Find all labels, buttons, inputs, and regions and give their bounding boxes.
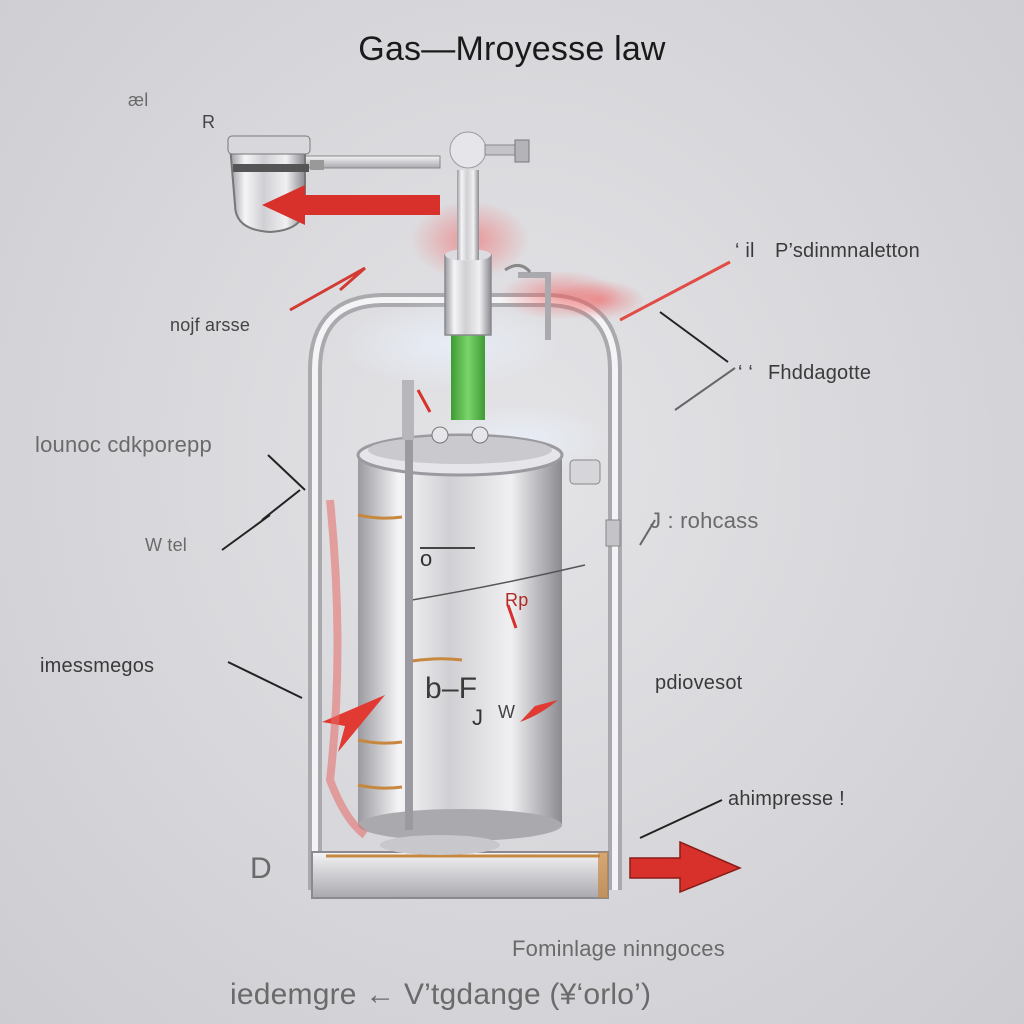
fominlage-label: Fominlage ninngoces xyxy=(512,936,725,961)
side-gauge xyxy=(504,264,621,547)
red-streak xyxy=(289,260,731,839)
pressure-tube xyxy=(431,131,492,444)
pdiovesot-annotation-label: pdiovesot xyxy=(655,672,743,694)
lounoc-annotation-label: lounoc cdkporepp xyxy=(35,432,212,457)
tank-bf-mark: b–F xyxy=(425,672,478,705)
f-prefix-label: ‘ ‘ xyxy=(738,362,754,384)
red-arrow-icon xyxy=(520,700,558,722)
tank-j-mark: J xyxy=(472,705,484,730)
w-annotation-label: W tel xyxy=(145,535,188,555)
ahimpresse-annotation-label: ahimpresse ! xyxy=(728,788,845,810)
p-annotation-label: P’sdinmnaletton xyxy=(775,240,920,262)
red-arrow-icon xyxy=(322,695,385,752)
imessmegos-annotation-label: imessmegos xyxy=(40,655,155,677)
red-arrow-icon xyxy=(629,840,742,894)
f-annotation-label: Fhddagotte xyxy=(768,362,872,384)
gas-cylinder xyxy=(356,380,586,855)
base-plate xyxy=(311,851,609,899)
p-prefix-label: ‘ il xyxy=(735,240,755,262)
red-arrow-icon xyxy=(262,185,440,225)
tank-rp-mark: Rp xyxy=(505,590,529,610)
top-left-mark: æl xyxy=(128,90,149,110)
tank-w-mark: W xyxy=(498,702,516,722)
d-annotation-label: D xyxy=(250,852,272,885)
pointer-arrow-icon xyxy=(221,311,736,839)
j-annotation-label: J : rohcass xyxy=(650,508,759,533)
tank-o-mark: o xyxy=(420,546,433,571)
nojf-annotation-label: nojf arsse xyxy=(170,315,251,335)
vapor-cloud xyxy=(340,200,645,475)
small-tag-label: R xyxy=(202,112,216,132)
bottom-caption: iedemgre ← V’tgdange (¥‘orlo’) xyxy=(230,978,652,1011)
diagram-title: Gas—Mroyesse law xyxy=(358,30,666,68)
